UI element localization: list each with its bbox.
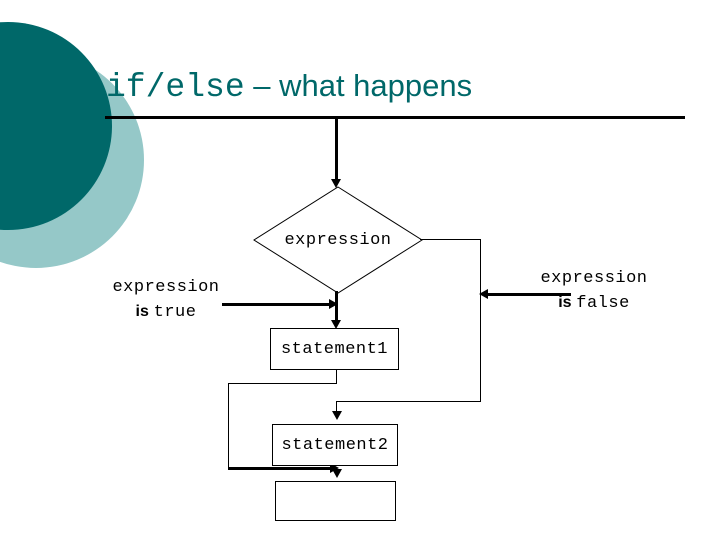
true-label-line1: expression <box>112 278 220 297</box>
true-branch-arrowhead <box>329 299 338 309</box>
entry-connector-line <box>335 119 338 181</box>
statement2-label: statement2 <box>281 435 389 455</box>
final-box-entry-arrowhead <box>332 469 342 478</box>
title-underline-rule <box>105 116 685 119</box>
true-rail-vertical-segment <box>228 383 229 468</box>
false-label-is: is <box>558 294 572 311</box>
statement1-box: statement1 <box>270 328 399 370</box>
false-branch-arrowhead <box>479 289 488 299</box>
decision-diamond: expression <box>253 186 423 294</box>
false-label-value: false <box>576 294 630 313</box>
true-label-is: is <box>135 303 149 320</box>
statement2-box: statement2 <box>272 424 398 466</box>
final-empty-box <box>275 481 396 521</box>
true-rail-bottom-segment <box>228 467 333 470</box>
false-rail-vertical-segment <box>480 239 481 402</box>
entry-connector-arrowhead <box>331 179 341 188</box>
false-rail-top-segment <box>420 239 481 240</box>
true-rail-arrowhead <box>330 463 339 473</box>
true-rail-top-segment <box>228 383 337 384</box>
decision-diamond-label: expression <box>284 230 392 250</box>
page-title-code: if/else <box>106 69 245 106</box>
statement1-entry-line <box>335 291 338 321</box>
true-branch-label: expression is true <box>96 274 236 324</box>
statement2-entry-arrowhead <box>332 411 342 420</box>
statement1-label: statement1 <box>280 339 389 359</box>
page-title: if/else – what happens <box>106 63 686 110</box>
statement2-entry-line <box>336 401 337 413</box>
true-label-value: true <box>153 303 197 322</box>
page-title-text: – what happens <box>244 68 473 103</box>
true-branch-line <box>222 303 330 306</box>
statement1-exit-stub <box>336 370 337 384</box>
false-rail-bottom-segment <box>336 401 481 402</box>
false-branch-label: expression is false <box>520 265 668 315</box>
false-label-line1: expression <box>540 269 648 288</box>
false-branch-line <box>488 293 571 296</box>
statement1-entry-arrowhead <box>331 320 341 329</box>
